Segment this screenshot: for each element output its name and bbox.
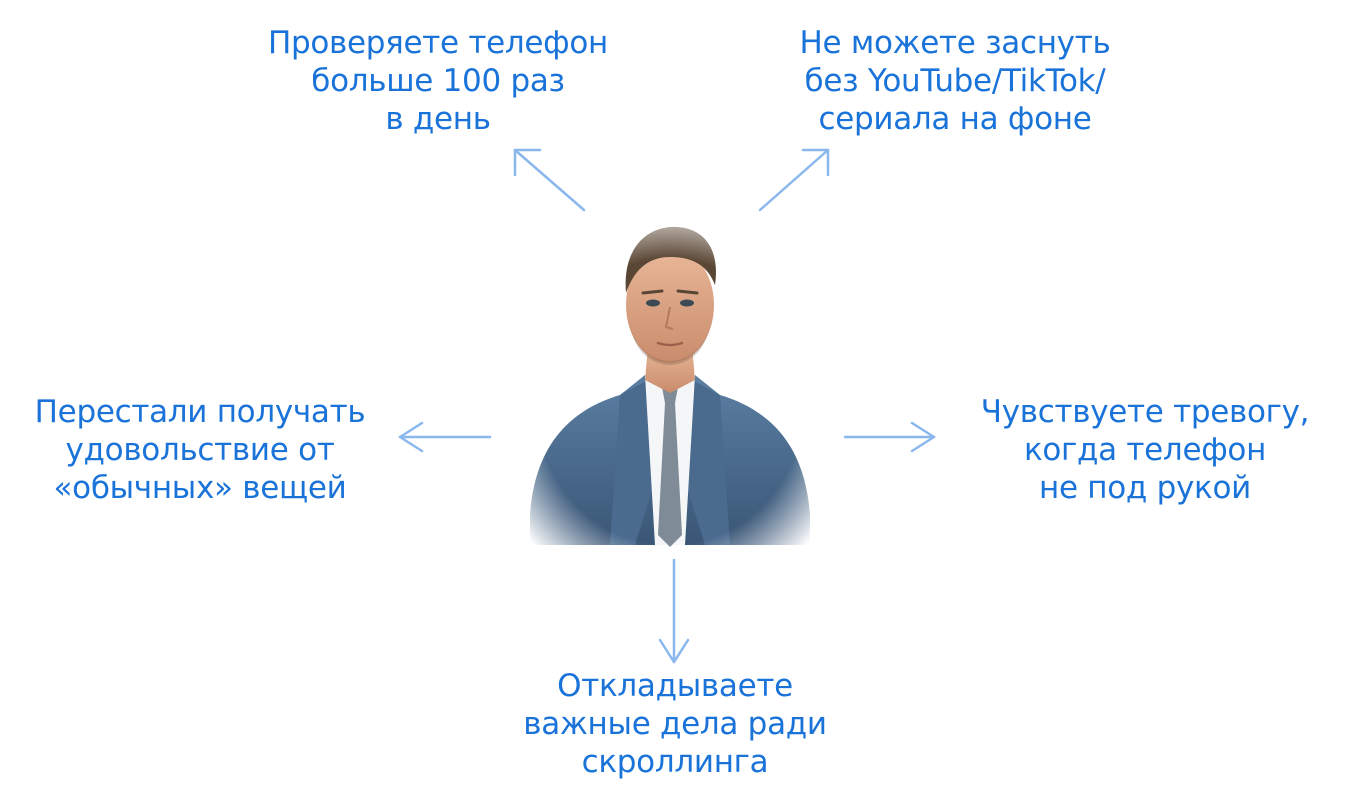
node-top-left-line-1: Проверяете телефон [267,25,609,61]
node-bottom-line-3: скроллинга [581,744,769,780]
arrow-to-mid-left [398,421,492,453]
node-mid-left-line-2: удовольствие от [65,432,335,468]
arrow-to-top-right [758,148,830,212]
node-bottom-line-2: важные дела ради [523,706,827,742]
node-top-left-line-2: больше 100 раз [311,63,565,99]
arrow-to-bottom [658,558,690,664]
node-mid-left-line-3: «обычных» вещей [53,470,347,506]
node-mid-right: Чувствуете тревогу, когда телефон не под… [965,393,1325,507]
node-top-right: Не можете заснуть без YouTube/TikTok/ се… [770,24,1140,138]
node-top-left-line-3: в день [385,101,491,137]
arrow-to-mid-right [843,421,936,453]
node-top-right-line-2: без YouTube/TikTok/ [804,63,1106,99]
node-mid-left: Перестали получать удовольствие от «обыч… [20,393,380,507]
node-mid-right-line-3: не под рукой [1039,470,1251,506]
node-mid-left-line-1: Перестали получать [34,394,366,430]
node-bottom-line-1: Откладываете [557,668,793,704]
node-bottom: Откладываете важные дела ради скроллинга [495,667,855,781]
node-top-right-line-3: сериала на фоне [818,101,1092,137]
node-top-right-line-1: Не можете заснуть [799,25,1111,61]
node-mid-right-line-2: когда телефон [1023,432,1267,468]
businessman-portrait [510,215,830,555]
arrow-to-top-left [513,148,586,212]
node-top-left: Проверяете телефон больше 100 раз в день [258,24,618,138]
node-mid-right-line-1: Чувствуете тревогу, [980,394,1310,430]
